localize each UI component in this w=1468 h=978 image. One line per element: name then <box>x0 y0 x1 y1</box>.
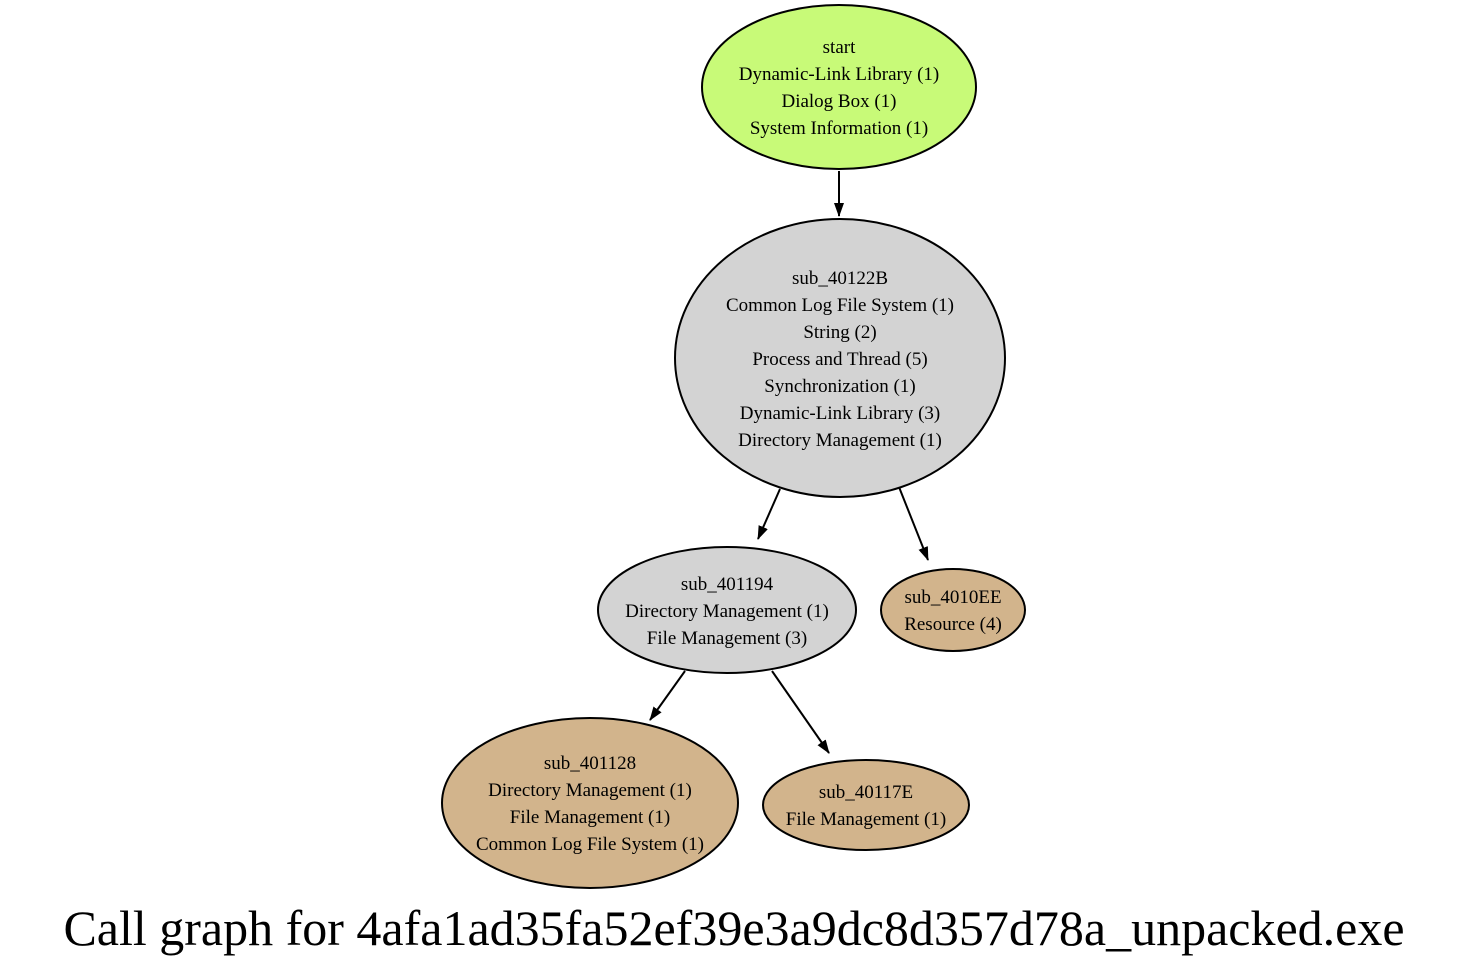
node-sub_401128: sub_401128 Directory Management (1) File… <box>441 717 739 889</box>
node-sub_4010EE-line: sub_4010EE <box>904 587 1001 608</box>
node-sub_401128-line: sub_401128 <box>544 753 636 774</box>
edge-sub_401194-to-sub_401128 <box>649 670 686 721</box>
node-sub_401194-ellipse <box>597 546 857 674</box>
node-sub_40117E-ellipse <box>762 759 970 851</box>
node-start: start Dynamic-Link Library (1) Dialog Bo… <box>701 4 977 170</box>
graph-title: Call graph for 4afa1ad35fa52ef39e3a9dc8d… <box>63 900 1404 956</box>
node-start-line: Dialog Box (1) <box>781 91 896 112</box>
node-sub_40122B-line: Synchronization (1) <box>764 376 915 397</box>
node-sub_401128-line: Directory Management (1) <box>488 780 692 801</box>
node-sub_4010EE-ellipse <box>880 568 1026 652</box>
node-sub_40122B-line: Dynamic-Link Library (3) <box>740 403 940 424</box>
node-sub_40117E-line: File Management (1) <box>786 809 946 830</box>
node-sub_40122B: sub_40122B Common Log File System (1) St… <box>674 218 1006 498</box>
node-start-line: Dynamic-Link Library (1) <box>739 64 939 85</box>
edge-sub_401194-to-sub_40117E <box>771 670 830 754</box>
node-sub_40122B-line: Process and Thread (5) <box>752 349 927 370</box>
node-sub_40122B-ellipse <box>674 218 1006 498</box>
node-sub_40122B-line: sub_40122B <box>792 268 888 289</box>
node-sub_401194-line: sub_401194 <box>681 574 774 595</box>
node-sub_401128-ellipse <box>441 717 739 889</box>
node-sub_40122B-line: String (2) <box>803 322 876 343</box>
node-sub_401128-line: File Management (1) <box>510 807 670 828</box>
node-sub_40117E: sub_40117E File Management (1) <box>762 759 970 851</box>
node-sub_401128-line: Common Log File System (1) <box>476 834 704 855</box>
node-start-line: start <box>823 37 856 58</box>
edge-group <box>649 171 929 754</box>
node-sub_401194-line: File Management (3) <box>647 628 807 649</box>
node-sub_40122B-line: Directory Management (1) <box>738 430 942 451</box>
node-start-ellipse <box>701 4 977 170</box>
node-sub_40122B-line: Common Log File System (1) <box>726 295 954 316</box>
node-sub_4010EE: sub_4010EE Resource (4) <box>880 568 1026 652</box>
node-start-line: System Information (1) <box>750 118 928 139</box>
node-sub_401194: sub_401194 Directory Management (1) File… <box>597 546 857 674</box>
node-sub_401194-line: Directory Management (1) <box>625 601 829 622</box>
edge-sub_40122B-to-sub_401194 <box>757 488 781 540</box>
edge-sub_40122B-to-sub_4010EE <box>898 486 929 561</box>
node-sub_4010EE-line: Resource (4) <box>904 614 1002 635</box>
node-sub_40117E-line: sub_40117E <box>819 782 913 803</box>
